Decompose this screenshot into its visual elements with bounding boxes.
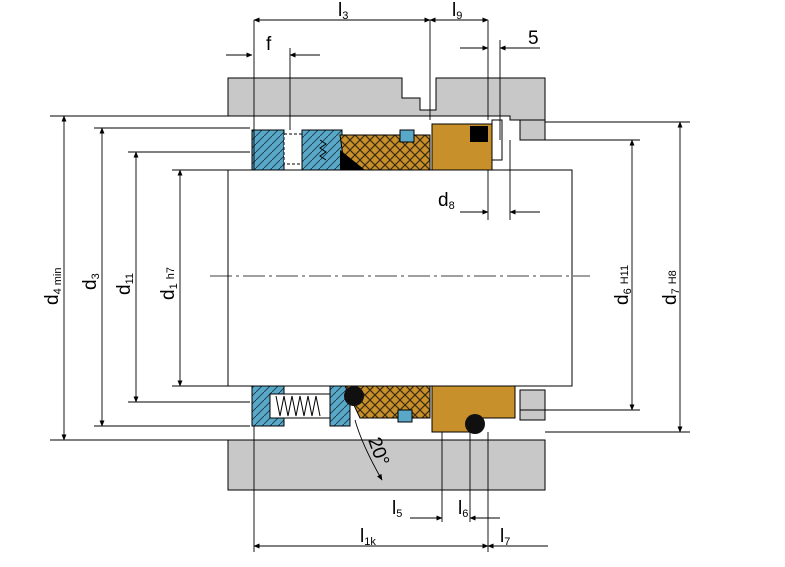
- label-d3: d3: [80, 273, 102, 290]
- label-d11: d11: [114, 273, 136, 295]
- label-d6: d6H11: [612, 265, 634, 305]
- seal-assembly-bottom: [251, 385, 516, 434]
- shaft: [210, 169, 590, 387]
- seal-assembly-top: [251, 119, 503, 171]
- label-l5: l5: [392, 498, 402, 520]
- label-l9: l9: [452, 0, 462, 22]
- label-l1k: l1k: [360, 526, 376, 548]
- label-l7: l7: [500, 526, 510, 548]
- label-d7: d7H8: [660, 270, 682, 305]
- housing: [227, 77, 546, 491]
- label-l3: l3: [338, 0, 348, 22]
- dimension-labels: l3 l9 5 f d8 d4 min d3 d11 d1h7 d6H11 d7…: [42, 0, 682, 548]
- dimension-lines: [50, 17, 690, 552]
- label-l6: l6: [458, 498, 468, 520]
- label-f: f: [266, 34, 272, 55]
- label-d1: d1h7: [158, 267, 180, 300]
- label-5: 5: [528, 28, 539, 49]
- label-d8: d8: [438, 190, 455, 212]
- label-d4: d4 min: [42, 268, 64, 305]
